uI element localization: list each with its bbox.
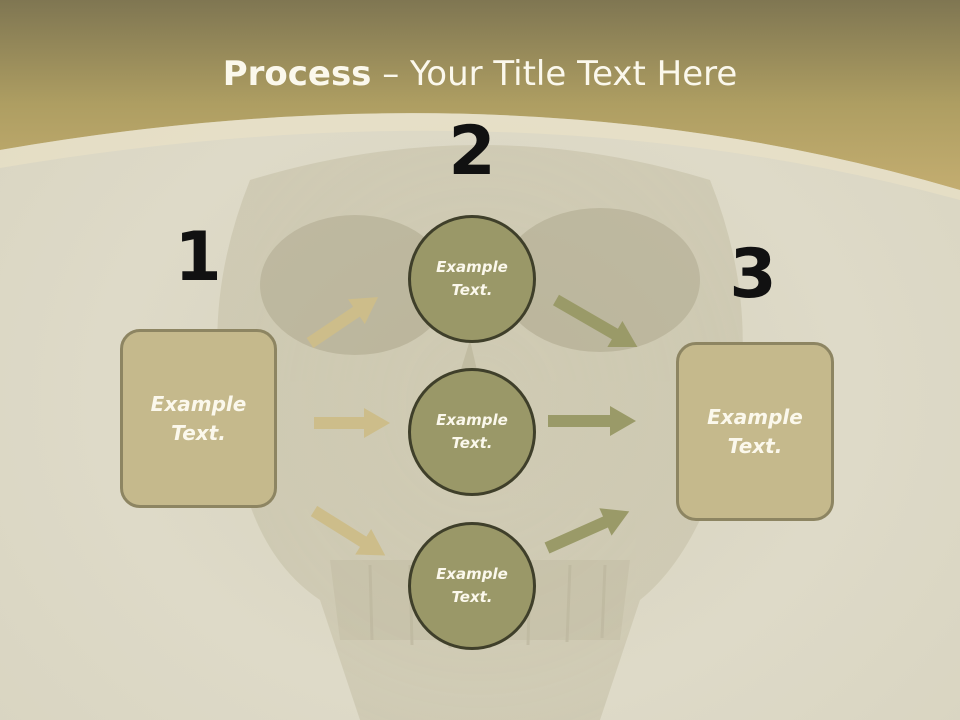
- arrow-top-to-right: [553, 294, 638, 347]
- step-number-3: 3: [729, 235, 777, 314]
- step-number-2: 2: [448, 112, 496, 191]
- slide-title-rest: – Your Title Text Here: [371, 54, 738, 94]
- left-box-label: Example Text.: [150, 391, 247, 445]
- header-band: [0, 0, 960, 190]
- circle-node-bottom: Example Text.: [408, 522, 536, 650]
- circle-node-top: Example Text.: [408, 215, 536, 343]
- arrow-middle-to-right: [548, 406, 636, 436]
- right-process-box: Example Text.: [676, 342, 834, 521]
- arrow-left-to-bottom: [310, 505, 386, 556]
- circle-middle-label: Example Text.: [436, 411, 508, 452]
- arrow-left-to-middle: [314, 408, 390, 438]
- header-curve-highlight: [0, 113, 960, 200]
- right-box-label: Example Text.: [707, 404, 803, 458]
- left-process-box: Example Text.: [120, 329, 277, 508]
- arrow-bottom-to-right: [544, 508, 630, 554]
- circle-top-label: Example Text.: [436, 258, 508, 299]
- step-number-1: 1: [174, 218, 222, 297]
- slide-title-bold: Process: [222, 54, 372, 94]
- circle-bottom-label: Example Text.: [436, 565, 508, 606]
- slide-title: Process – Your Title Text Here: [0, 52, 960, 96]
- circle-node-middle: Example Text.: [408, 368, 536, 496]
- arrow-left-to-top: [306, 297, 378, 348]
